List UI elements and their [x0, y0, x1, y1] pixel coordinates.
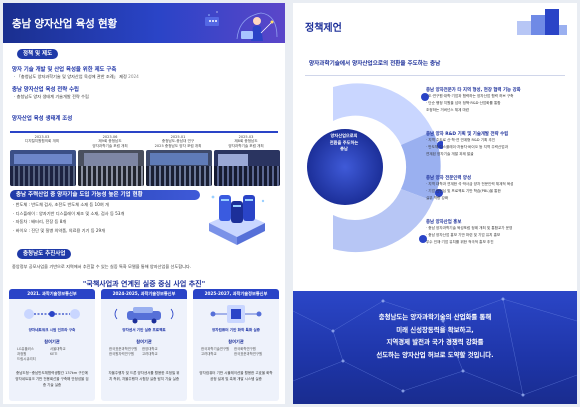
project-card: 2025-2027, 과학기술정보통신부 양자컴퓨터 기반 화학 특화 실증 참…: [193, 289, 279, 401]
policy-item-heading: 충남 양자산업 홍보: [426, 220, 462, 225]
industry-list: · 반도체 : 반도체 검사, 초전도 반도체 소재 등 10여 개 · 디스플…: [13, 201, 124, 235]
policy-item-line: · 기업 인턴십 및 프로젝트 기반 학습(PBL)을 통한: [426, 189, 501, 193]
diagram-center-label: 양자산업으로의 전환을 주도하는 충남: [329, 133, 359, 152]
project-quote: "국책사업과 연계된 실증 중심 사업 추진": [82, 280, 206, 288]
policy-item-line: 조정하는 거버넌스 체계 마련: [426, 108, 470, 112]
left-page-title: 충남 양자산업 육성 현황: [12, 18, 117, 30]
policy-item-line: · 지역 주도로 산·학·연 연계형 R&D 기획 추진: [426, 138, 496, 142]
list-item: · 반도체 : 반도체 검사, 초전도 반도체 소재 등 10여 개: [13, 202, 109, 207]
policy-item: 충남 양자산업 홍보 · 충남 양자과학기술 육성포럼 정례 개최 및 통합교가…: [426, 219, 574, 246]
card-description: 자율주행차 및 드론 양자센서를 활용한 초정밀 위치 측위, 자율주행차 시험…: [108, 371, 180, 381]
event-photo: [214, 150, 280, 186]
policy-item-line: · 지역 대학과 연계한 석·박사급 양자 전문인력 체계적 육성: [426, 182, 514, 186]
policy-item-line: · 단순 행정 지원을 넘어 정책·R&D·산업화를 통합: [426, 101, 501, 105]
card-label: 참여기관: [228, 339, 244, 344]
policy-item-line: · 반도체·디스플레이·자동차·바이오 등 지역 주력산업과: [426, 145, 508, 149]
network-background: [293, 297, 577, 397]
right-page-title: 정책제언: [305, 23, 342, 34]
list-item: · 디스플레이 : 양자기반 디스플레이 제조 및 소재, 검사 등 53개: [13, 210, 125, 216]
quantum-computer-illustration: [210, 305, 262, 323]
project-card: 2024-2025, 과학기술정보통신부 양자센서 기반 실증 프로젝트 참여기…: [101, 289, 187, 401]
right-page: 정책제언 양자과학기술에서 양자산업으로의 전환을 주도하는 충남: [293, 3, 577, 404]
project-card: 2021. 과학기술정보통신부 양자네트워크 시범 인프라 구축 참여기관 LG…: [9, 289, 95, 401]
card-label: 참여기관: [136, 339, 152, 344]
event-photo: [78, 150, 144, 186]
project-description: 중앙정부 공모사업을 기반으로 지역에서 추진할 수 있는 실증 특화 모델을 …: [12, 264, 192, 269]
card-label: 참여기관: [44, 339, 60, 344]
policy-pill: 정책 및 제도: [17, 49, 59, 59]
project-cards: 2021. 과학기술정보통신부 양자네트워크 시범 인프라 구축 참여기관 LG…: [9, 289, 279, 401]
policy-item-line: 연계된 양자기술 개발 과제 발굴: [426, 152, 474, 156]
timeline-item: 2023.06 제9회 충청남도 양자과학기술 포럼 개최: [92, 135, 128, 148]
network-illustration: [24, 309, 80, 319]
policy-item-line: · 충남 양자과학기술 육성포럼 정례 개최 및 통합교가 운영: [426, 226, 513, 230]
radial-diagram: [307, 83, 443, 253]
closing-statement: 충청남도는 양자과학기술의 산업화를 통해 미래 신성장동력을 확보하고, 지역…: [376, 313, 494, 359]
policy-item-line: 우수 인재·기업 유치를 위한 적극적 홍보 추진: [426, 240, 494, 244]
right-subtitle: 양자과학기술에서 양자산업으로의 전환을 주도하는 충남: [309, 61, 441, 67]
policy-item: 충남 양자 전문인력 양성 · 지역 대학과 연계한 석·박사급 양자 전문인력…: [426, 175, 574, 202]
timeline-item: 2023.03 디지털지원협의회 개최: [24, 135, 60, 144]
project-pill: 충청남도 추진사업: [17, 249, 72, 259]
event-photo: [146, 150, 212, 186]
event-photos: [10, 150, 280, 186]
quantum-chip-illustration: [209, 195, 265, 245]
policy-heading-1: 양자 기술 개발 및 산업 육성을 위한 제도 구축: [12, 67, 117, 73]
industry-status-bar: 충남 주력산업 중 양자기술 도입 가능성 높은 기업 현황: [10, 190, 200, 200]
policy-item: 충남 양자 R&D 기획 및 기술개발 전략 수립 · 지역 주도로 산·학·연…: [426, 131, 574, 158]
policy-item-heading: 충남 양자 전문인력 양성: [426, 176, 471, 181]
right-header: 정책제언: [293, 3, 577, 45]
left-page: 충남 양자산업 육성 현황 정책 및 제도 양자 기술 개발 및 산업 육성을 …: [3, 3, 285, 404]
policy-item-line: 실무 역량 강화: [426, 196, 449, 200]
policy-heading-2: 충남 양자산업 육성 전략 수립: [12, 87, 80, 93]
list-item: · 자동차 : 배터리, 전장 등 8개: [13, 219, 67, 225]
timeline-item: 2025.01 충청남도-충남대 연구 2025 충청남도 양자 포럼 개최: [154, 135, 202, 148]
blocks-illustration: [517, 9, 567, 35]
card-header: 2021. 과학기술정보통신부: [9, 289, 95, 299]
ecosystem-timeline: 2023.03 디지털지원협의회 개최 2023.06 제9회 충청남도 양자과…: [10, 131, 278, 151]
sensor-car-illustration: [114, 307, 174, 324]
card-description: 양자컴퓨터 기반 시뮬레이션을 활용한 고효율 화학공정 설계 및 촉매 개발 …: [199, 371, 273, 381]
card-subtitle: 양자센서 기반 실증 프로젝트: [122, 328, 166, 332]
researcher-illustration: [205, 11, 278, 41]
card-description: 충남도청~충남반도체협력생활간 137km 구간에 양자네트워크 기반 전용회선…: [15, 371, 89, 387]
card-header: 2024-2025, 과학기술정보통신부: [101, 289, 187, 299]
policy-item-line: · 도·연구원·대학·기업과 협력하는 양자산업 협력 허브 구축: [426, 94, 514, 98]
left-header-banner: 충남 양자산업 육성 현황: [3, 3, 285, 43]
timeline-item: 2025.03 제8회 충청남도 양자과학기술 포럼 개최: [228, 135, 264, 148]
policy-bullet-1: · 「충청남도 양자과학기술 및 양자산업 육성에 관한 조례」 제정 2024: [14, 74, 139, 79]
timeline-line: [10, 131, 278, 133]
list-item: · 바이오 : 진단 및 질병 의약품, 의료용 기기 등 29개: [13, 227, 106, 233]
event-photo: [10, 150, 76, 186]
closing-banner: 충청남도는 양자과학기술의 산업화를 통해 미래 신성장동력을 확보하고, 지역…: [293, 291, 577, 404]
divider: [305, 75, 565, 76]
card-subtitle: 양자컴퓨터 기반 화학 특화 실증: [212, 328, 260, 332]
card-header: 2025-2027, 과학기술정보통신부: [193, 289, 279, 299]
policy-item-heading: 충남 양자전문가 타 지역 형성, 현장 협력 기능 강화: [426, 88, 521, 93]
policy-bullet-2: · 충청남도 양자 생태계 기술개발 전략 수립: [14, 94, 89, 99]
policy-heading-3: 양자산업 육성 생태계 조성: [12, 116, 73, 122]
policy-item: 충남 양자전문가 타 지역 형성, 현장 협력 기능 강화 · 도·연구원·대학…: [426, 87, 574, 114]
policy-item-line: · 충남 양자산업 홍보 기반 마련 및 기업 유치 홍보: [426, 233, 501, 237]
policy-item-heading: 충남 양자 R&D 기획 및 기술개발 전략 수립: [426, 132, 509, 137]
card-subtitle: 양자네트워크 시범 인프라 구축: [28, 328, 76, 332]
